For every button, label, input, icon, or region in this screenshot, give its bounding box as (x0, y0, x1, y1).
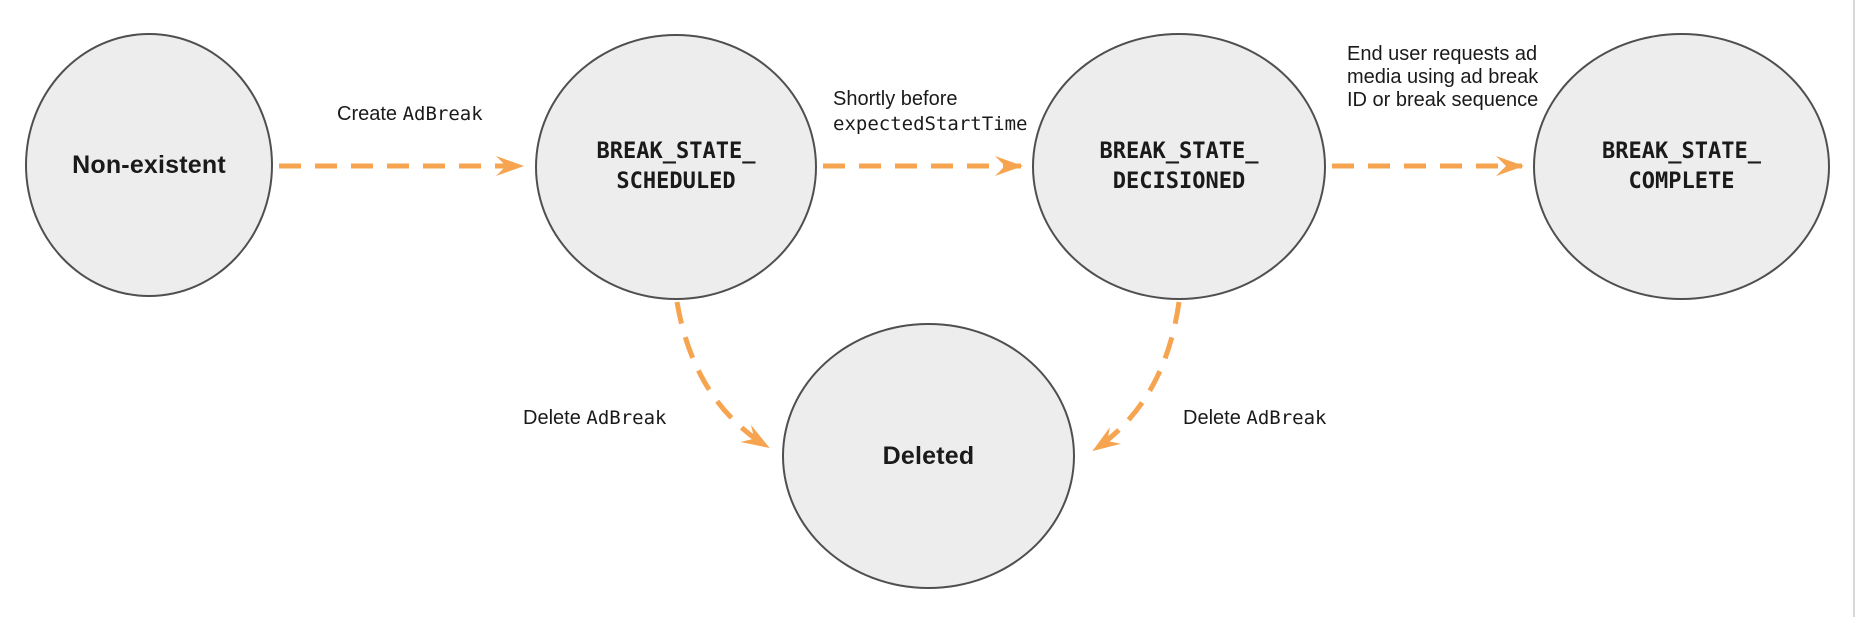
node-break-state-decisioned: BREAK_STATE_ DECISIONED (1032, 33, 1326, 300)
node-deleted-label: Deleted (882, 441, 975, 470)
edge-label-delete-adbreak-right-sans: Delete (1183, 407, 1247, 429)
node-break-state-decisioned-label-line1: BREAK_STATE_ (1099, 138, 1259, 164)
node-break-state-complete: BREAK_STATE_ COMPLETE (1533, 33, 1830, 300)
node-break-state-scheduled-label-line2: SCHEDULED (616, 169, 736, 194)
edge-delete-adbreak-right (1092, 301, 1182, 453)
node-deleted: Deleted (782, 323, 1075, 589)
edge-label-create-adbreak-mono: AdBreak (402, 103, 483, 125)
edge-label-delete-adbreak-left-sans: Delete (523, 407, 587, 429)
node-break-state-scheduled: BREAK_STATE_ SCHEDULED (535, 34, 817, 300)
edge-label-delete-adbreak-right-mono: AdBreak (1246, 407, 1327, 429)
edge-label-delete-adbreak-right: Delete AdBreak (1183, 406, 1326, 431)
edge-label-create-adbreak: Create AdBreak (337, 102, 483, 127)
node-break-state-complete-label-line2: COMPLETE (1628, 168, 1735, 194)
page-right-border (1853, 0, 1855, 617)
edge-delete-adbreak-left (674, 301, 770, 450)
node-break-state-decisioned-label: BREAK_STATE_ DECISIONED (1100, 137, 1259, 197)
edge-label-create-adbreak-sans: Create (337, 103, 403, 125)
edge-label-delete-adbreak-left: Delete AdBreak (523, 406, 666, 431)
edge-label-delete-adbreak-left-mono: AdBreak (586, 407, 667, 429)
node-break-state-scheduled-label: BREAK_STATE_ SCHEDULED (597, 137, 756, 197)
node-break-state-decisioned-label-line2: DECISIONED (1112, 168, 1246, 194)
node-non-existent: Non-existent (25, 33, 273, 297)
edge-label-end-user-requests: End user requests ad media using ad brea… (1347, 43, 1539, 111)
node-break-state-complete-label-line1: BREAK_STATE_ (1602, 138, 1761, 164)
node-break-state-complete-label: BREAK_STATE_ COMPLETE (1602, 137, 1761, 197)
node-break-state-scheduled-label-line1: BREAK_STATE_ (596, 139, 756, 164)
edge-label-shortly-before: Shortly before expectedStartTime (833, 87, 1027, 137)
edge-label-shortly-before-sans: Shortly before (833, 88, 958, 110)
node-non-existent-label: Non-existent (72, 150, 226, 179)
edge-label-shortly-before-mono: expectedStartTime (833, 113, 1028, 135)
